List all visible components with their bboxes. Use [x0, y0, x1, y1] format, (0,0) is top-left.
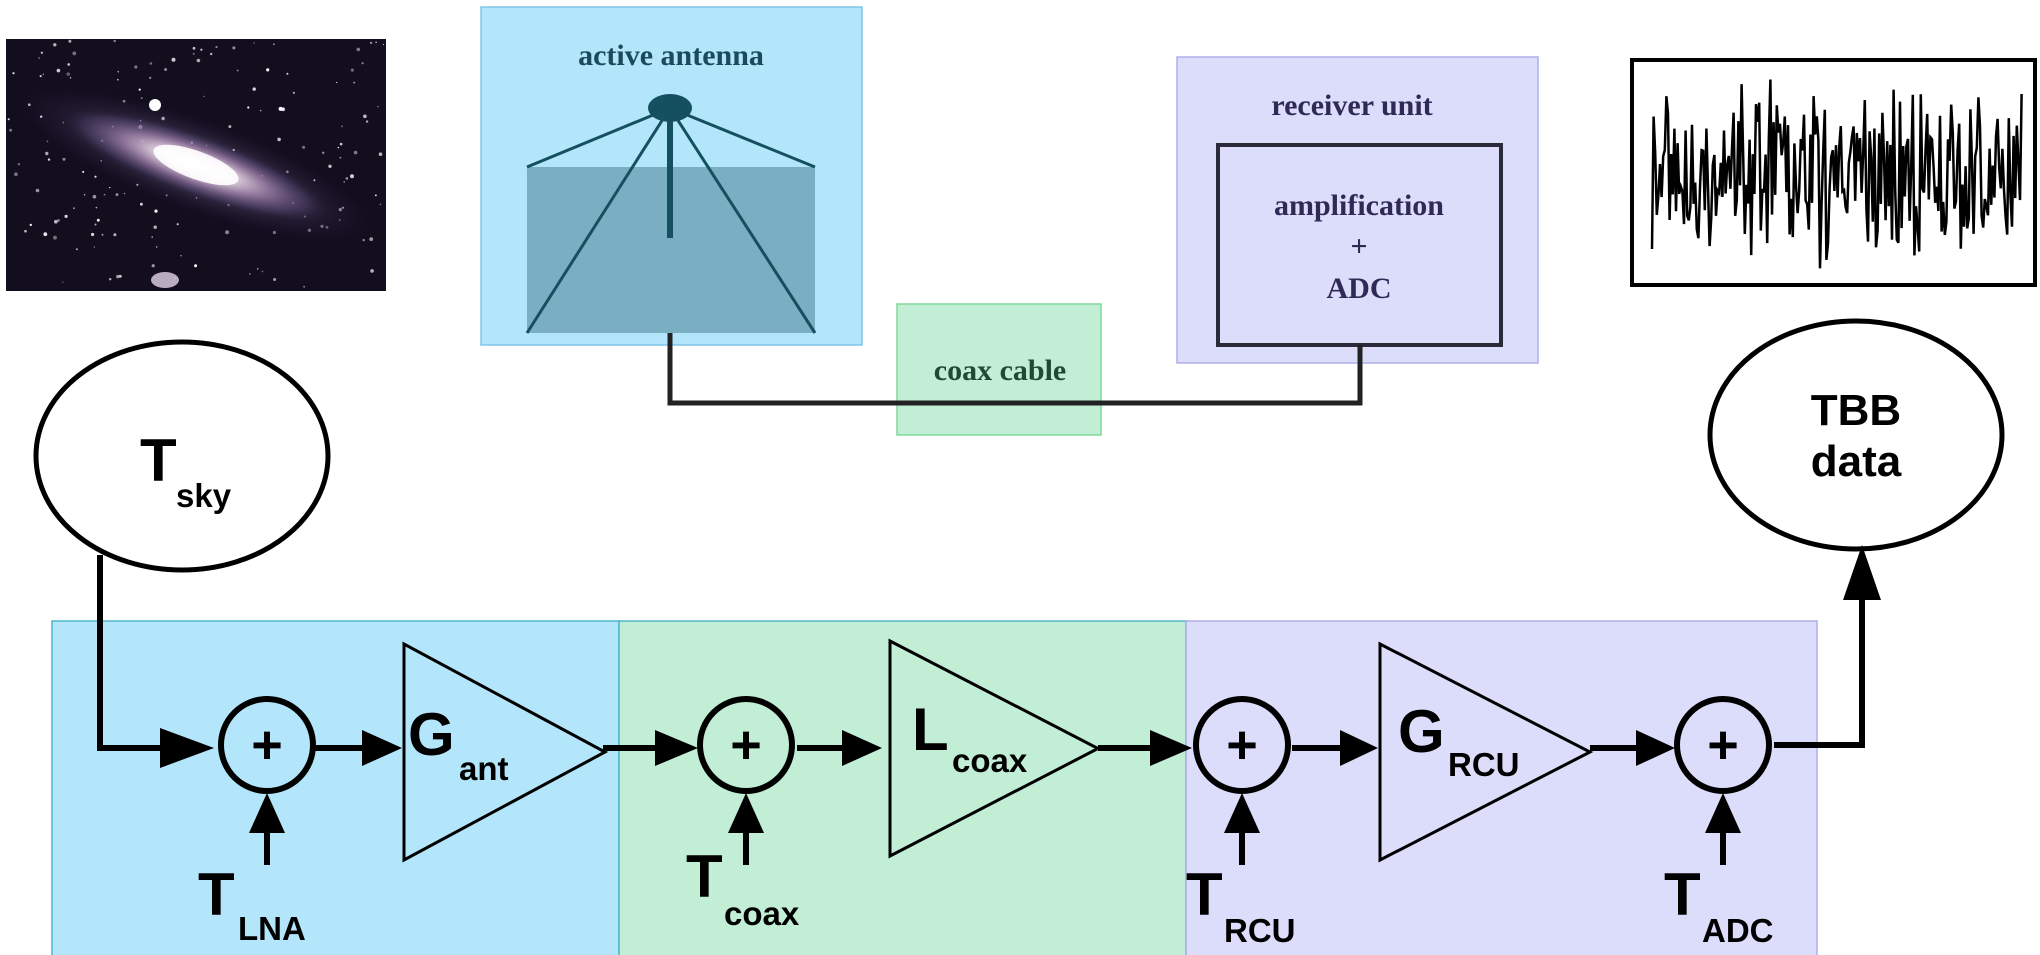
coax-section	[618, 620, 1187, 955]
receiver-plus: +	[1350, 230, 1367, 263]
receiver-label: receiver unit	[1271, 89, 1432, 122]
tbb-line1: TBB	[1811, 386, 1901, 435]
tbb-line2: data	[1811, 437, 1902, 486]
gain-symbol: G	[1398, 698, 1445, 765]
receiver-amplification: amplification	[1274, 189, 1444, 222]
noise-arrow-head	[249, 793, 285, 833]
receiver-adc: ADC	[1327, 272, 1392, 305]
active-antenna-panel: active antenna	[480, 6, 863, 346]
noise-symbol: T	[198, 861, 235, 928]
plus-symbol: +	[1707, 715, 1739, 775]
summing-node-2: +	[697, 696, 795, 794]
gain-subscript: coax	[952, 742, 1028, 779]
noise-subscript: ADC	[1702, 912, 1774, 949]
noise-arrow-head	[1705, 793, 1741, 833]
summing-circle	[697, 696, 795, 794]
antenna-lna-icon	[648, 94, 692, 122]
sky-temperature-source: T sky	[33, 339, 331, 573]
amplifier-triangle	[1378, 641, 1594, 863]
plus-symbol: +	[1226, 715, 1258, 775]
antenna-section	[51, 620, 620, 955]
coax-cable-panel: coax cable	[667, 303, 1363, 436]
noise-symbol: T	[686, 843, 723, 910]
noise-symbol: T	[1186, 861, 1223, 928]
noise-symbol: T	[1664, 861, 1701, 928]
receiver-unit-panel: receiver unit amplification + ADC	[1176, 56, 1539, 364]
antenna-label: active antenna	[578, 39, 764, 72]
plus-symbol: +	[251, 715, 283, 775]
noise-subscript: coax	[724, 895, 800, 932]
noise-arrow-head	[1224, 793, 1260, 833]
gain-subscript: RCU	[1448, 746, 1520, 783]
gain-symbol: G	[408, 701, 455, 768]
path-sum4-to-output	[1774, 570, 1865, 748]
noise-subscript: RCU	[1224, 912, 1296, 949]
summing-circle	[1674, 696, 1772, 794]
signal-arrowheads	[160, 545, 1881, 768]
noise-subscript: LNA	[238, 910, 306, 947]
galaxy-image	[6, 39, 386, 291]
summing-node-3: +	[1193, 696, 1291, 794]
summing-circle	[218, 696, 316, 794]
gain-subscript: ant	[459, 750, 509, 787]
summing-nodes: + + + +	[218, 696, 1772, 794]
noise-arrow-head	[728, 793, 764, 833]
plus-symbol: +	[730, 715, 762, 775]
gain-symbol: L	[912, 696, 949, 763]
waveform-signal	[1650, 79, 2023, 269]
summing-node-4: +	[1674, 696, 1772, 794]
summing-node-1: +	[218, 696, 316, 794]
tsky-subscript: sky	[176, 477, 232, 514]
amplifier-triangle	[888, 638, 1102, 859]
waveform-panel	[1630, 58, 2037, 287]
amplifier-triangle	[402, 641, 609, 863]
tbb-data-output: TBB data	[1707, 318, 2005, 552]
coax-label: coax cable	[934, 354, 1066, 387]
summing-circle	[1193, 696, 1291, 794]
coax-cable-line	[667, 333, 1363, 406]
tsky-symbol: T	[140, 427, 177, 494]
antenna-wires	[525, 106, 817, 334]
